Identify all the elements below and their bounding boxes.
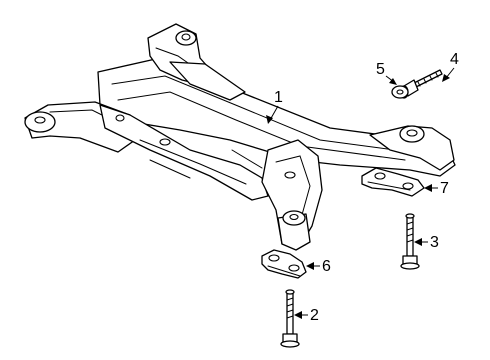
callout-6: 6 <box>306 258 331 275</box>
callout-4: 4 <box>442 51 459 82</box>
callout-label-7: 7 <box>440 180 449 197</box>
bracket-7 <box>361 167 425 197</box>
callout-1: 1 <box>266 89 283 124</box>
callout-5: 5 <box>376 61 397 85</box>
callout-label-5: 5 <box>376 61 385 78</box>
callout-2: 2 <box>294 307 319 324</box>
callout-label-1: 1 <box>274 89 283 106</box>
bolt-2 <box>280 289 300 348</box>
bracket-6 <box>261 249 307 279</box>
callout-3: 3 <box>414 234 439 251</box>
subframe-crossmember <box>24 23 456 251</box>
callout-7: 7 <box>424 180 449 197</box>
callout-label-3: 3 <box>430 234 439 251</box>
callout-label-4: 4 <box>450 51 459 68</box>
callout-label-2: 2 <box>310 307 319 324</box>
callout-label-6: 6 <box>322 258 331 275</box>
bolt-3 <box>400 213 420 270</box>
washer-5 <box>391 85 409 99</box>
